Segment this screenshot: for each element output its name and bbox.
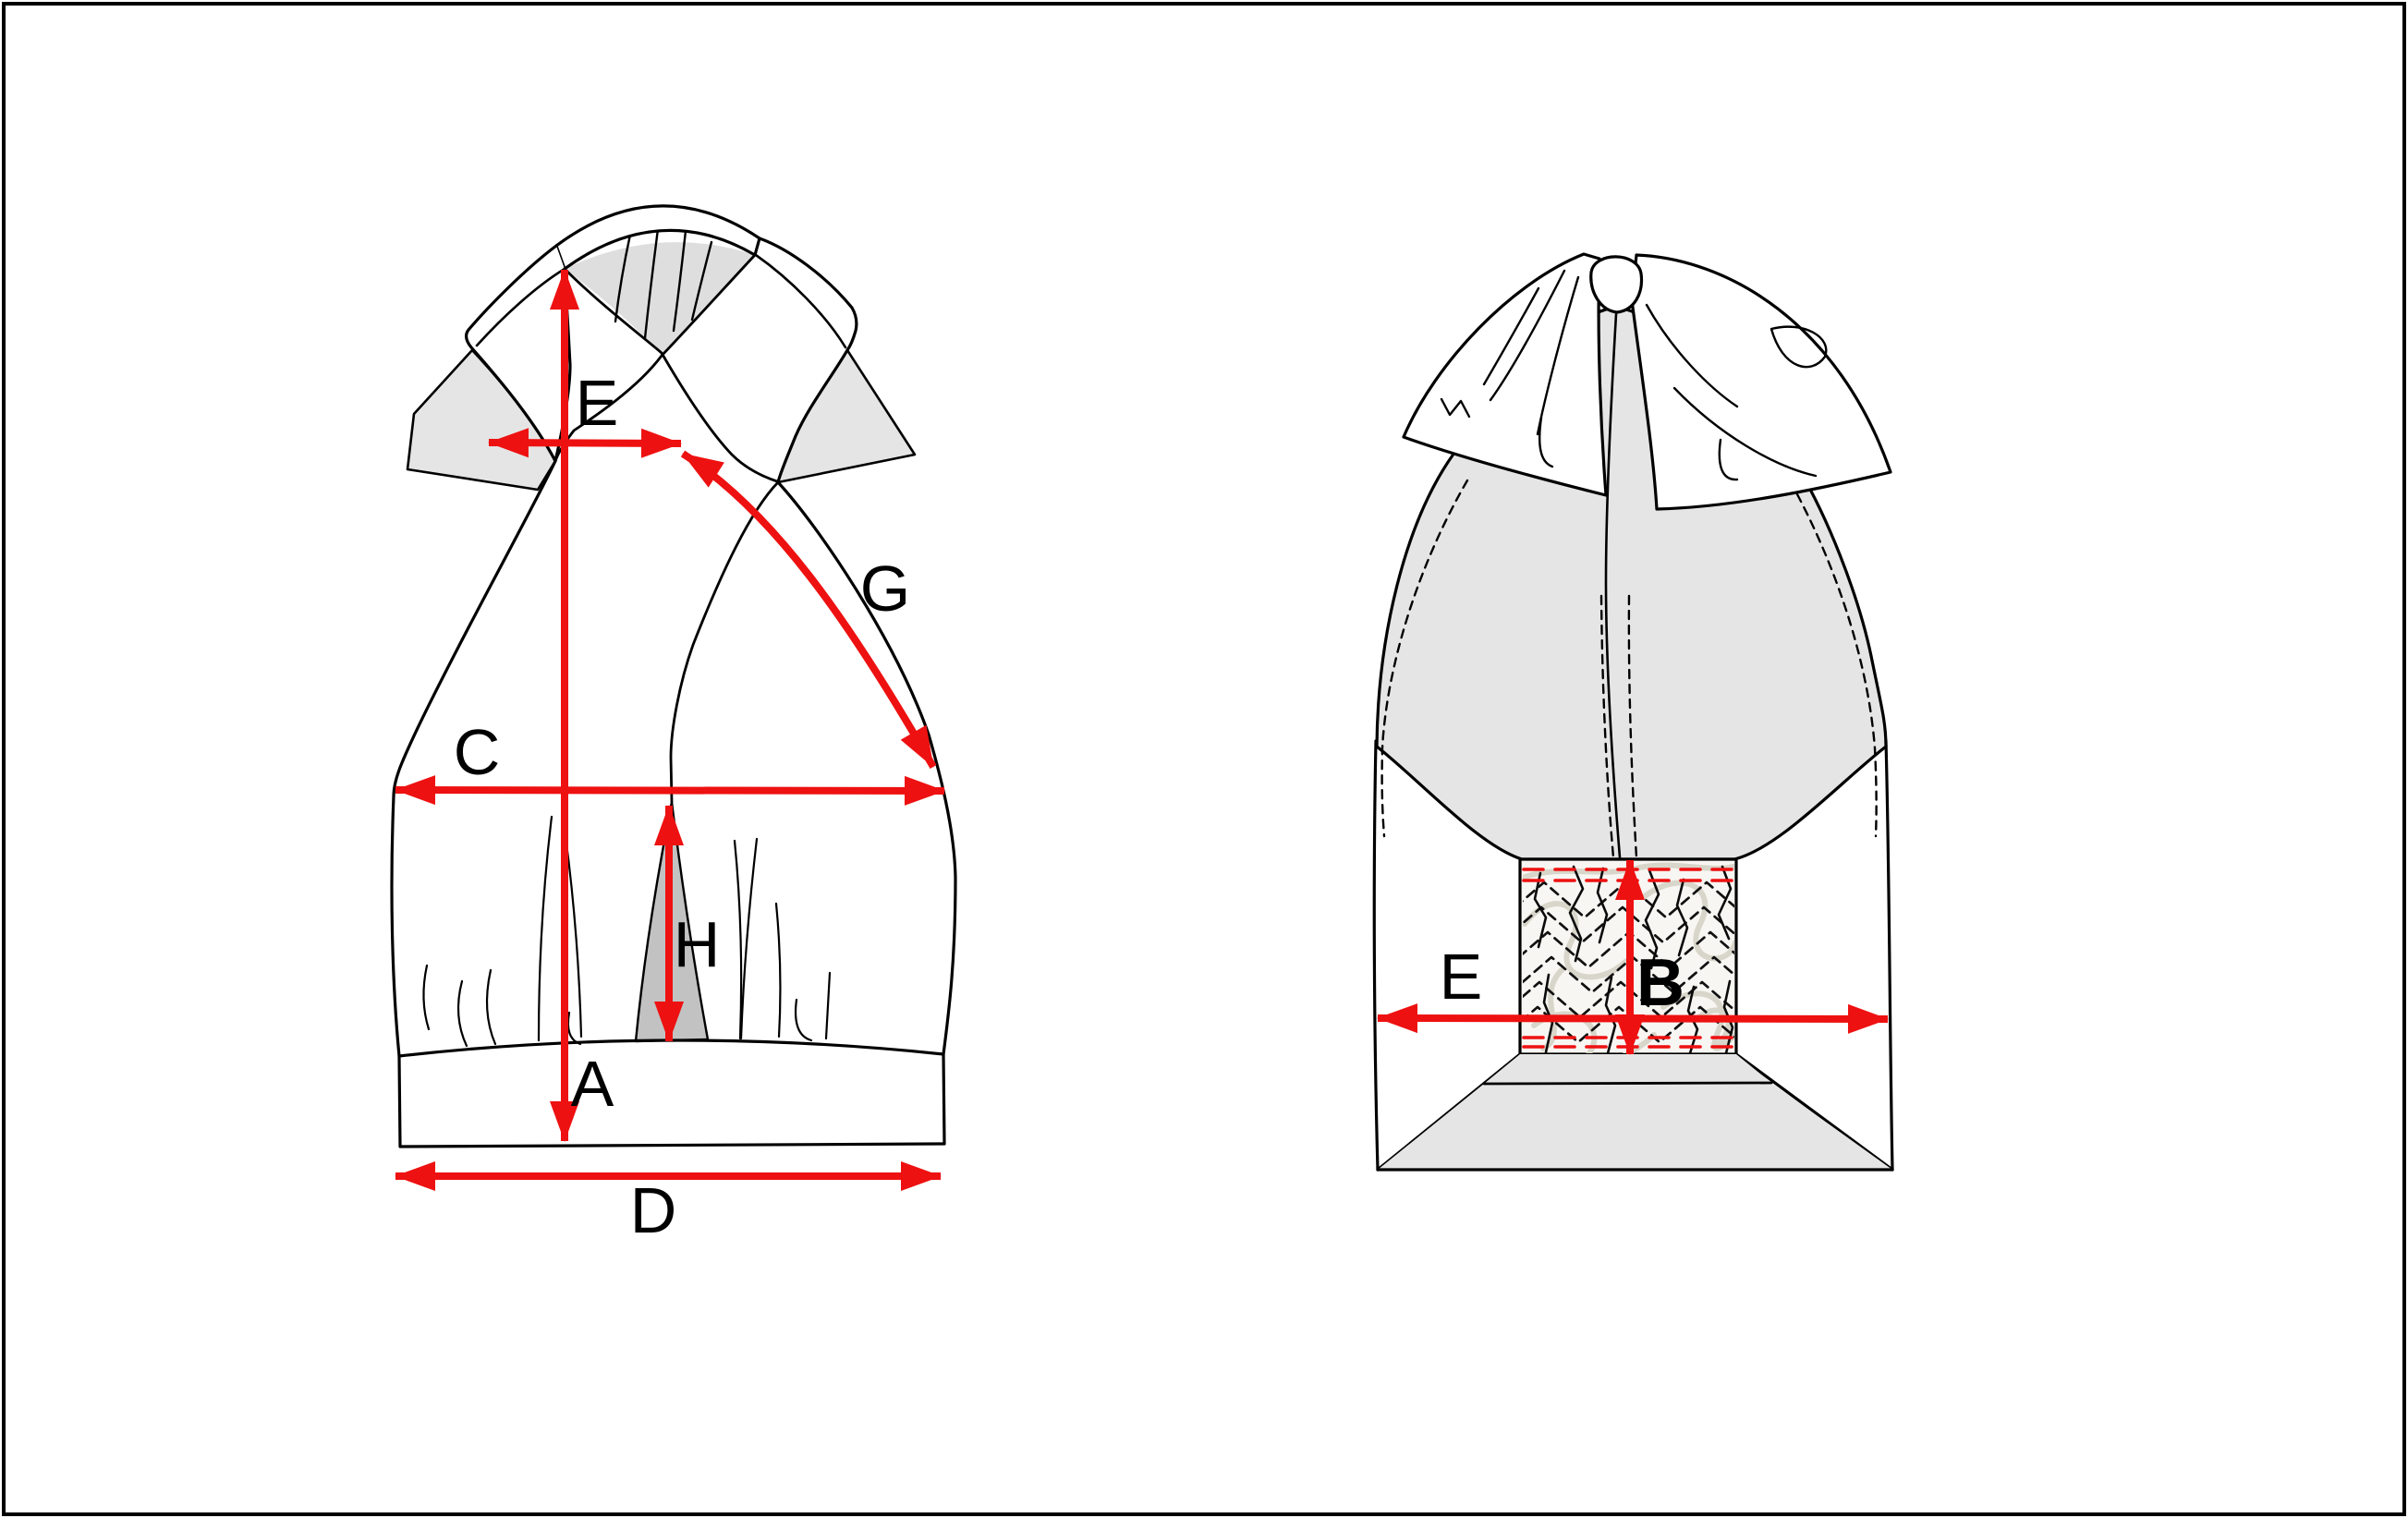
svg-text:C: C — [454, 716, 501, 788]
svg-text:G: G — [860, 553, 910, 625]
svg-text:E: E — [576, 367, 619, 439]
svg-text:H: H — [674, 908, 721, 980]
svg-text:D: D — [630, 1174, 677, 1246]
svg-text:A: A — [571, 1048, 614, 1120]
svg-text:B: B — [1636, 946, 1684, 1020]
svg-text:E: E — [1440, 941, 1483, 1013]
